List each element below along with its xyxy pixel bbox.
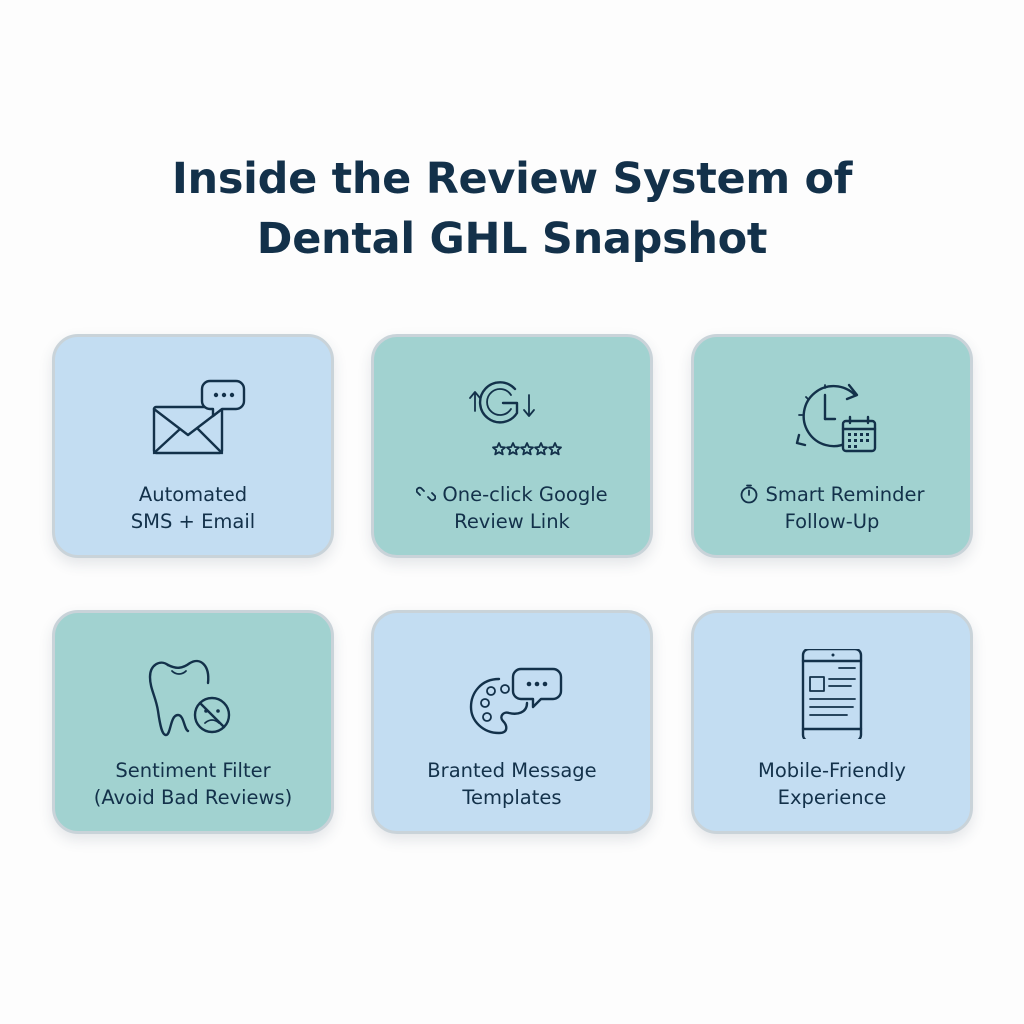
feature-card-label: Smart Reminder Follow-Up [694, 481, 970, 535]
smartphone-icon [777, 649, 887, 739]
feature-card-label: Branted Message Templates [374, 757, 650, 811]
label-line-2: Experience [777, 786, 887, 809]
feature-card-smart-reminder: Smart Reminder Follow-Up [691, 334, 973, 558]
label-line-2: Review Link [454, 510, 570, 533]
label-line-1: Smart Reminder [765, 483, 925, 506]
palette-chat-icon [457, 649, 567, 739]
feature-card-label: One-click Google Review Link [374, 481, 650, 535]
label-line-1: Branted Message [427, 759, 597, 782]
label-line-1: Mobile-Friendly [758, 759, 906, 782]
clock-calendar-icon [777, 373, 887, 463]
feature-card-mobile-friendly: Mobile-Friendly Experience [691, 610, 973, 834]
feature-card-branted-message-templates: Branted Message Templates [371, 610, 653, 834]
feature-card-automated-sms-email: Automated SMS + Email [52, 334, 334, 558]
stopwatch-icon [739, 484, 759, 504]
label-line-1: Sentiment Filter [115, 759, 271, 782]
label-line-2: SMS + Email [130, 510, 256, 533]
link-icon [416, 484, 437, 504]
google-stars-icon [457, 373, 567, 463]
label-line-2: Templates [462, 786, 562, 809]
envelope-chat-icon [138, 373, 248, 463]
page-title-line-1: Inside the Review System of [171, 153, 853, 204]
label-line-2: Follow-Up [784, 510, 880, 533]
feature-card-label: Automated SMS + Email [55, 481, 331, 535]
feature-card-sentiment-filter: Sentiment Filter (Avoid Bad Reviews) [52, 610, 334, 834]
feature-card-google-review-link: One-click Google Review Link [371, 334, 653, 558]
label-line-1: One-click Google [442, 483, 608, 506]
feature-card-label: Sentiment Filter (Avoid Bad Reviews) [55, 757, 331, 811]
page-title-line-2: Dental GHL Snapshot [256, 213, 768, 264]
feature-card-label: Mobile-Friendly Experience [694, 757, 970, 811]
label-line-2: (Avoid Bad Reviews) [93, 786, 293, 809]
page-title: Inside the Review System of Dental GHL S… [0, 149, 1024, 269]
tooth-sad-icon [138, 649, 248, 739]
label-line-1: Automated [138, 483, 248, 506]
